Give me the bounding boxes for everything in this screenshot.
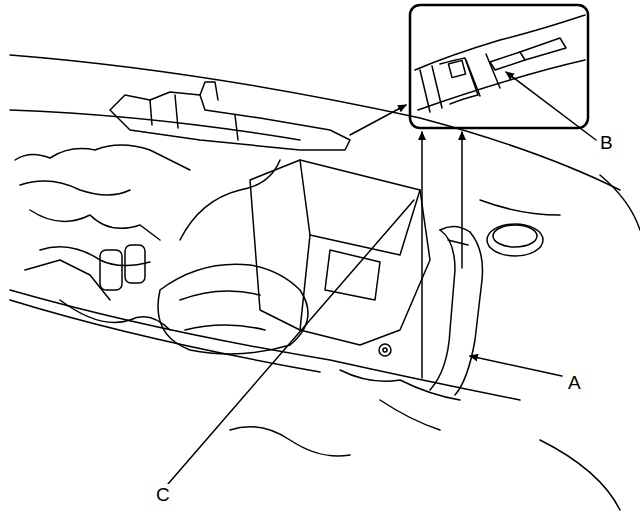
callout-letter: A <box>566 372 583 393</box>
callout-letter: B <box>598 132 615 153</box>
callout-letter: C <box>154 484 172 505</box>
